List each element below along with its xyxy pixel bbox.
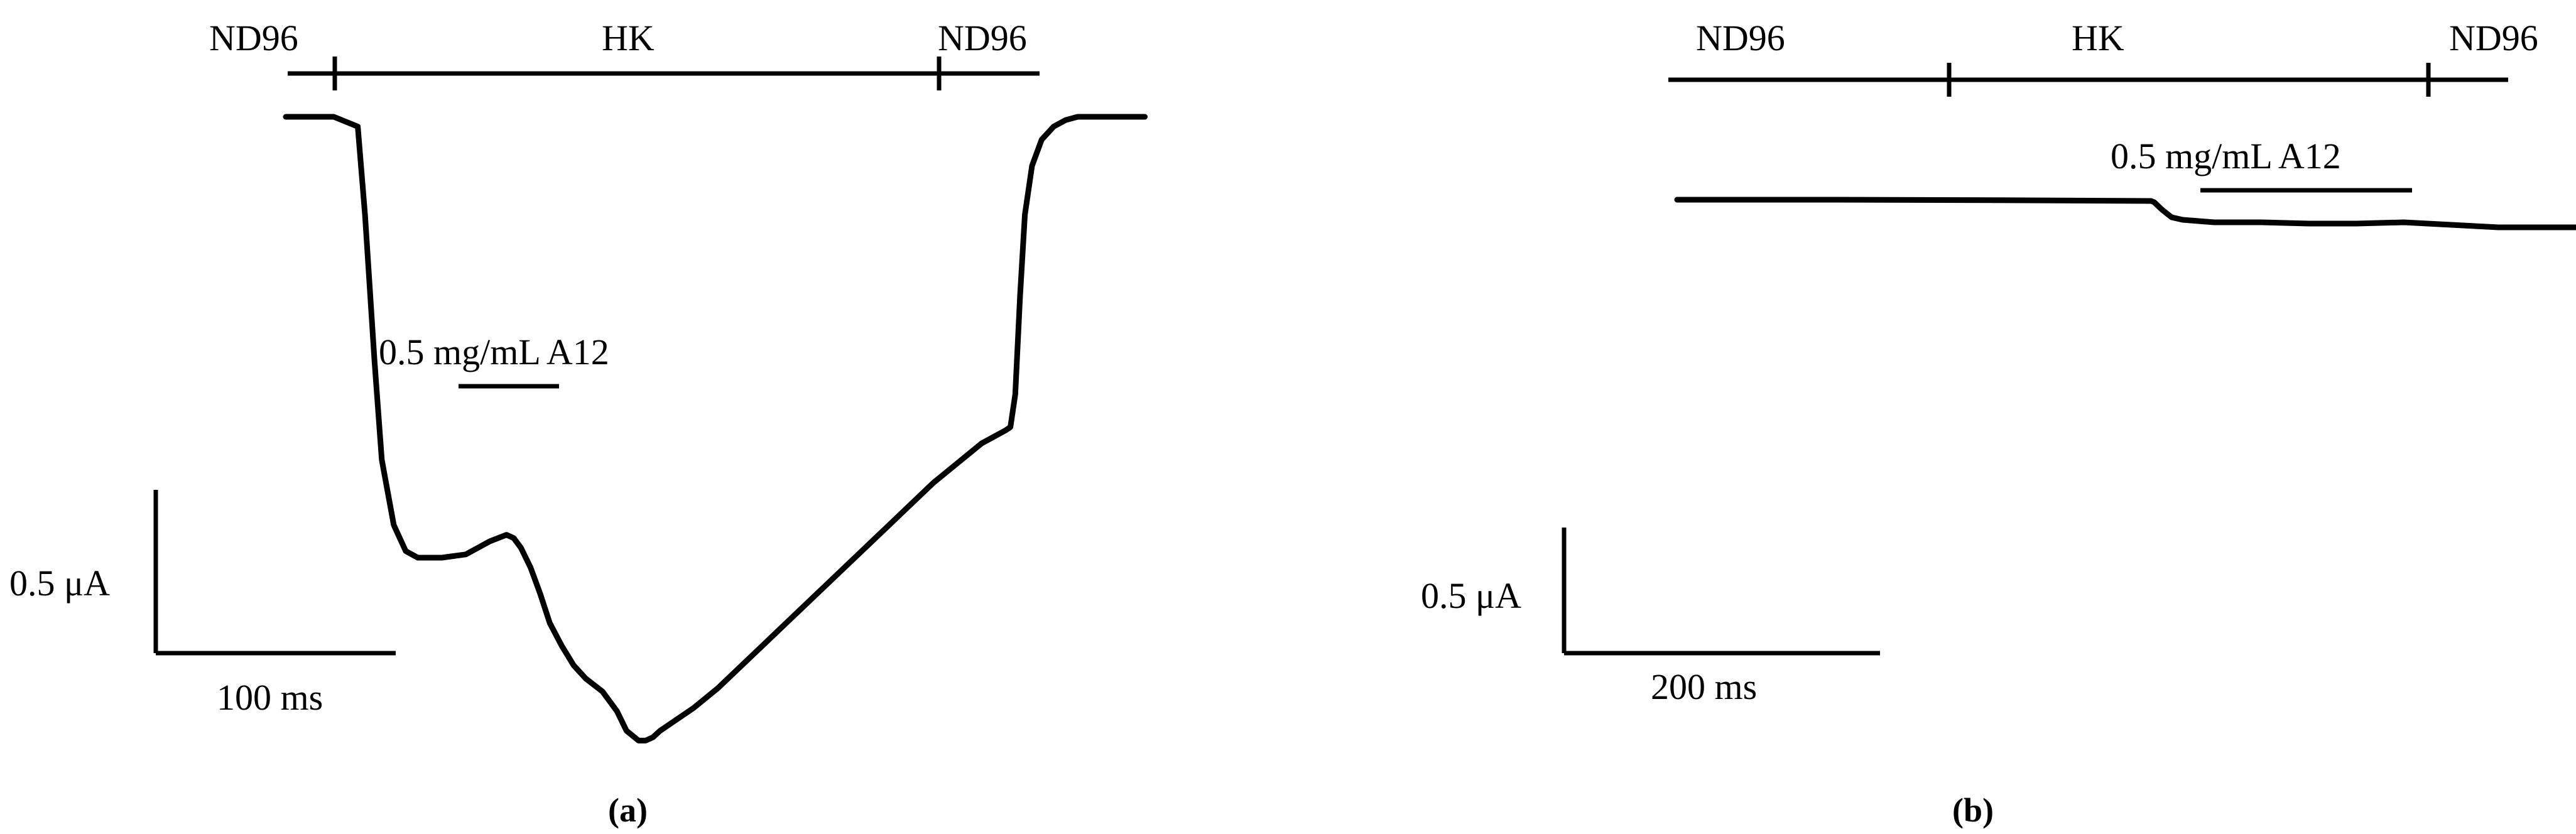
panel-a: ND96 HK ND96 0.5 mg/mL A12 0.5 μA 100 ms… <box>9 18 1148 829</box>
panel-b-current-trace <box>1674 197 2576 230</box>
panel-b-label-hk: HK <box>2072 18 2124 58</box>
panel-b-drug-label: 0.5 mg/mL A12 <box>2111 136 2341 176</box>
panel-b-caption: (b) <box>1952 791 1994 829</box>
panel-a-current-trace <box>283 114 1148 744</box>
panel-b-label-nd96-end: ND96 <box>2449 18 2538 58</box>
panel-a-scale-time-label: 100 ms <box>217 677 323 718</box>
panel-b: ND96 HK ND96 0.5 mg/mL A12 0.5 μA 200 ms… <box>1421 18 2576 829</box>
panel-b-scale-time-label: 200 ms <box>1651 666 1757 707</box>
panel-a-label-nd96-end: ND96 <box>938 18 1027 58</box>
panel-a-drug-label: 0.5 mg/mL A12 <box>379 332 609 372</box>
panel-a-label-hk: HK <box>602 18 655 58</box>
panel-a-caption: (a) <box>608 791 648 829</box>
panel-a-scale-current-label: 0.5 μA <box>9 563 110 604</box>
panel-b-label-nd96-start: ND96 <box>1696 18 1785 58</box>
panel-b-scale-current-label: 0.5 μA <box>1421 575 1521 616</box>
panel-a-label-nd96-start: ND96 <box>209 18 298 58</box>
